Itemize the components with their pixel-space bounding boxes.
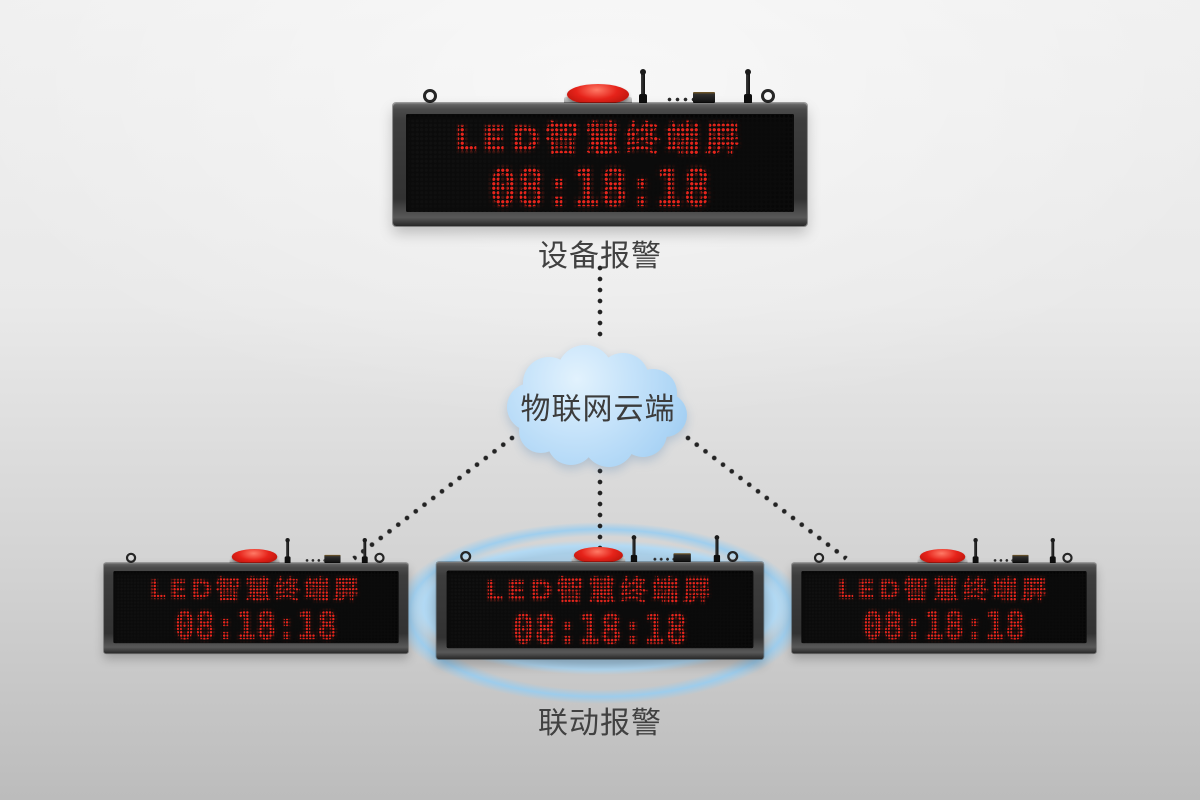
antenna-icon (1049, 538, 1056, 564)
vent-dots-icon (305, 558, 325, 563)
connector-line-top-to-cloud (597, 265, 603, 341)
hanging-ring-icon (460, 550, 472, 562)
led-display-device-top: LED智慧终端屏 08:18:18 (393, 69, 807, 226)
connector-box-icon (324, 554, 341, 563)
vent-dots-icon (667, 97, 693, 102)
led-screen: LED智慧终端屏 08:18:18 (406, 114, 794, 212)
device-alarm-label: 设备报警 (538, 239, 662, 274)
led-time: 08:18:18 (174, 603, 338, 644)
led-display-device-bottom-middle: LED智慧终端屏 08:18:18 (436, 535, 764, 660)
hanging-ring-icon (761, 89, 775, 103)
device-frame: LED智慧终端屏 08:18:18 (103, 563, 409, 654)
antenna-icon (972, 538, 979, 564)
led-text: LED智慧终端屏 (485, 575, 715, 608)
led-time: 08:18:18 (489, 157, 711, 212)
led-time: 08:18:18 (862, 603, 1026, 644)
led-text: LED智慧终端屏 (454, 120, 746, 160)
antenna-icon (639, 69, 647, 104)
led-display-device-bottom-left: LED智慧终端屏 08:18:18 (103, 538, 409, 654)
alarm-beacon-icon (919, 549, 966, 565)
hanging-ring-icon (727, 550, 739, 562)
device-frame: LED智慧终端屏 08:18:18 (436, 562, 764, 660)
cloud-label: 物联网云端 (520, 392, 676, 427)
hanging-ring-icon (1062, 552, 1073, 563)
connector-box-icon (693, 92, 715, 103)
led-screen: LED智慧终端屏 08:18:18 (446, 570, 754, 649)
linkage-alarm-label: 联动报警 (538, 706, 662, 741)
hanging-ring-icon (125, 552, 137, 563)
connector-box-icon (1012, 554, 1029, 563)
hanging-ring-icon (813, 552, 825, 563)
device-frame: LED智慧终端屏 08:18:18 (791, 563, 1097, 654)
antenna-icon (713, 535, 721, 563)
led-display-device-bottom-right: LED智慧终端屏 08:18:18 (791, 538, 1097, 654)
hanging-ring-icon (374, 552, 385, 563)
antenna-icon (744, 69, 752, 104)
alarm-beacon-icon (231, 549, 278, 565)
led-time: 08:18:18 (512, 605, 688, 649)
connector-line-cloud-to-middle (597, 468, 603, 558)
antenna-icon (630, 535, 638, 563)
alarm-beacon-icon (567, 84, 629, 105)
connector-box-icon (673, 553, 691, 562)
vent-dots-icon (993, 558, 1013, 563)
hanging-ring-icon (423, 89, 437, 103)
led-screen: LED智慧终端屏 08:18:18 (801, 571, 1087, 644)
cloud-icon (507, 345, 687, 467)
antenna-icon (284, 538, 291, 564)
alarm-beacon-icon (573, 546, 623, 564)
led-text: LED智慧终端屏 (149, 575, 363, 605)
device-frame: LED智慧终端屏 08:18:18 (393, 103, 807, 226)
vent-dots-icon (652, 557, 674, 562)
antenna-icon (361, 538, 368, 564)
led-text: LED智慧终端屏 (837, 575, 1051, 605)
iot-cloud-shape (497, 341, 699, 471)
led-screen: LED智慧终端屏 08:18:18 (113, 571, 399, 644)
